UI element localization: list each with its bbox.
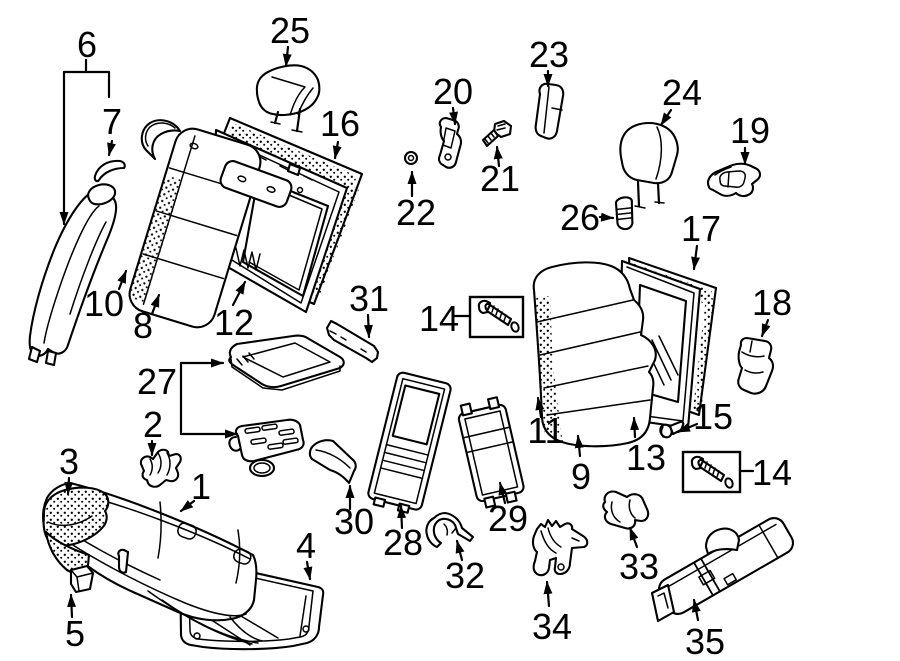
svg-text:26: 26 (560, 197, 600, 238)
svg-text:17: 17 (681, 208, 721, 249)
svg-text:7: 7 (102, 101, 122, 142)
svg-text:14: 14 (752, 452, 792, 493)
svg-text:24: 24 (662, 72, 702, 113)
svg-text:30: 30 (334, 501, 374, 542)
svg-text:28: 28 (383, 522, 423, 563)
svg-text:18: 18 (752, 282, 792, 323)
svg-text:33: 33 (619, 546, 659, 587)
svg-text:19: 19 (730, 110, 770, 151)
svg-text:9: 9 (571, 456, 591, 497)
svg-text:14: 14 (419, 298, 459, 339)
svg-text:35: 35 (685, 621, 725, 661)
svg-text:27: 27 (137, 361, 177, 402)
svg-text:15: 15 (693, 396, 733, 437)
svg-text:2: 2 (143, 404, 163, 445)
svg-text:16: 16 (320, 103, 360, 144)
svg-text:12: 12 (214, 302, 254, 343)
svg-text:22: 22 (396, 192, 436, 233)
svg-text:32: 32 (445, 555, 485, 596)
svg-text:21: 21 (480, 158, 520, 199)
svg-text:13: 13 (626, 437, 666, 478)
svg-text:31: 31 (349, 278, 389, 319)
svg-text:10: 10 (84, 283, 124, 324)
svg-text:25: 25 (270, 10, 310, 51)
svg-text:5: 5 (65, 613, 85, 654)
svg-text:34: 34 (532, 606, 572, 647)
svg-text:29: 29 (488, 498, 528, 539)
svg-text:6: 6 (77, 24, 97, 65)
svg-text:3: 3 (59, 441, 79, 482)
svg-text:4: 4 (296, 525, 316, 566)
svg-text:11: 11 (527, 410, 564, 451)
svg-text:23: 23 (529, 34, 569, 75)
svg-text:8: 8 (133, 305, 153, 346)
svg-text:1: 1 (191, 466, 211, 507)
svg-text:20: 20 (433, 71, 473, 112)
